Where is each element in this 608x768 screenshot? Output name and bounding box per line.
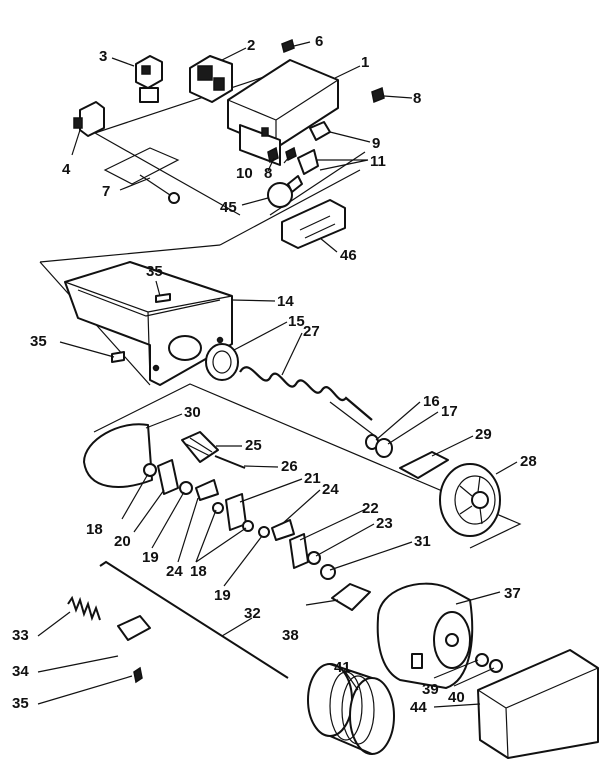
screw-part-35c (133, 666, 143, 684)
actuator-part-38 (331, 583, 371, 611)
callout-20: 20 (114, 533, 131, 550)
top-assembly (39, 38, 385, 263)
bulb-part-45 (267, 175, 303, 208)
leader-lines (37, 41, 518, 708)
callout-38: 38 (282, 627, 299, 644)
callout-15: 15 (288, 313, 305, 330)
washer-part-39 (475, 653, 489, 667)
callout-35-upper: 35 (146, 263, 163, 280)
callout-8-lower: 8 (264, 165, 272, 182)
callout-2: 2 (247, 37, 255, 54)
callout-10: 10 (236, 165, 253, 182)
callout-6: 6 (315, 33, 323, 50)
callout-28: 28 (520, 453, 537, 470)
callout-3: 3 (99, 48, 107, 65)
callout-11: 11 (370, 153, 386, 170)
washer-part-17 (375, 438, 393, 458)
callout-24-left: 24 (166, 563, 183, 580)
callout-32: 32 (244, 605, 261, 622)
callout-34: 34 (12, 663, 29, 680)
bracket-part-4 (73, 101, 105, 137)
lower-assembly-outline (93, 383, 522, 549)
socket-part-11 (297, 149, 319, 175)
screw-part-6 (281, 38, 295, 54)
callout-labels: 1 2 3 4 6 7 8 8 9 10 11 45 46 14 15 27 3… (12, 33, 537, 716)
screw-part-10 (267, 146, 279, 164)
callout-40: 40 (448, 689, 465, 706)
cam-part-24a (195, 479, 219, 501)
callout-29: 29 (475, 426, 492, 443)
callout-33: 33 (12, 627, 29, 644)
lower-assembly (67, 383, 599, 759)
bucket-part-14 (64, 261, 233, 386)
wheel-part-28 (439, 463, 501, 537)
callout-9: 9 (372, 135, 380, 152)
callout-44: 44 (410, 699, 427, 716)
washer-part-19b (258, 526, 270, 538)
callout-35-lower: 35 (12, 695, 29, 712)
auger-spring-part-27 (239, 366, 376, 437)
washer-part-18a (143, 463, 157, 477)
top-assembly-outline (39, 74, 366, 263)
callout-16: 16 (423, 393, 440, 410)
cam-part-22 (289, 533, 309, 569)
disc-part-30 (83, 423, 153, 488)
washer-part-18b (212, 502, 224, 514)
callout-8-upper: 8 (413, 90, 421, 107)
housing-part-1 (227, 59, 339, 166)
screw-part-8a (371, 86, 385, 104)
spring-part-33 (67, 595, 101, 622)
drive-part-25 (181, 431, 219, 463)
callout-21: 21 (304, 470, 321, 487)
rod-part-32 (99, 560, 289, 679)
nut-part-31 (320, 564, 336, 580)
washer-part-40 (489, 659, 503, 673)
callout-41: 41 (334, 659, 351, 676)
callout-23: 23 (376, 515, 393, 532)
callout-27: 27 (303, 323, 320, 340)
bearing-part-15 (205, 343, 239, 381)
callout-39: 39 (422, 681, 439, 698)
callout-26: 26 (281, 458, 298, 475)
shaft-part-26 (214, 455, 246, 469)
boot-part-41 (307, 663, 395, 755)
callout-37: 37 (504, 585, 521, 602)
callout-30: 30 (184, 404, 201, 421)
callout-1: 1 (361, 54, 369, 71)
callout-17: 17 (441, 403, 458, 420)
switch-part-2 (189, 55, 233, 103)
clip-part-34 (117, 615, 151, 641)
middle-assembly (39, 261, 393, 458)
callout-25: 25 (245, 437, 262, 454)
callout-18-center: 18 (190, 563, 207, 580)
motor-part-44 (477, 649, 599, 759)
washer-part-19a (179, 481, 193, 495)
cover-part-46 (281, 199, 346, 249)
callout-19-left: 19 (142, 549, 159, 566)
callout-22: 22 (362, 500, 379, 517)
blade-part-29 (399, 451, 449, 479)
callout-35-middle: 35 (30, 333, 47, 350)
harness-part-7 (103, 147, 180, 204)
callout-19-center: 19 (214, 587, 231, 604)
callout-7: 7 (102, 183, 110, 200)
screw-part-35a (155, 293, 171, 303)
screw-part-35b (111, 351, 125, 363)
callout-31: 31 (414, 533, 431, 550)
washer-part-23 (307, 551, 321, 565)
callout-14: 14 (277, 293, 294, 310)
callout-24-right: 24 (322, 481, 339, 498)
callout-46: 46 (340, 247, 357, 264)
switch-part-3 (135, 55, 163, 103)
callout-18-left: 18 (86, 521, 103, 538)
callout-4: 4 (62, 161, 71, 178)
cam-part-20 (157, 459, 179, 495)
callout-45: 45 (220, 199, 237, 216)
motor-housing-part-37 (376, 582, 474, 689)
